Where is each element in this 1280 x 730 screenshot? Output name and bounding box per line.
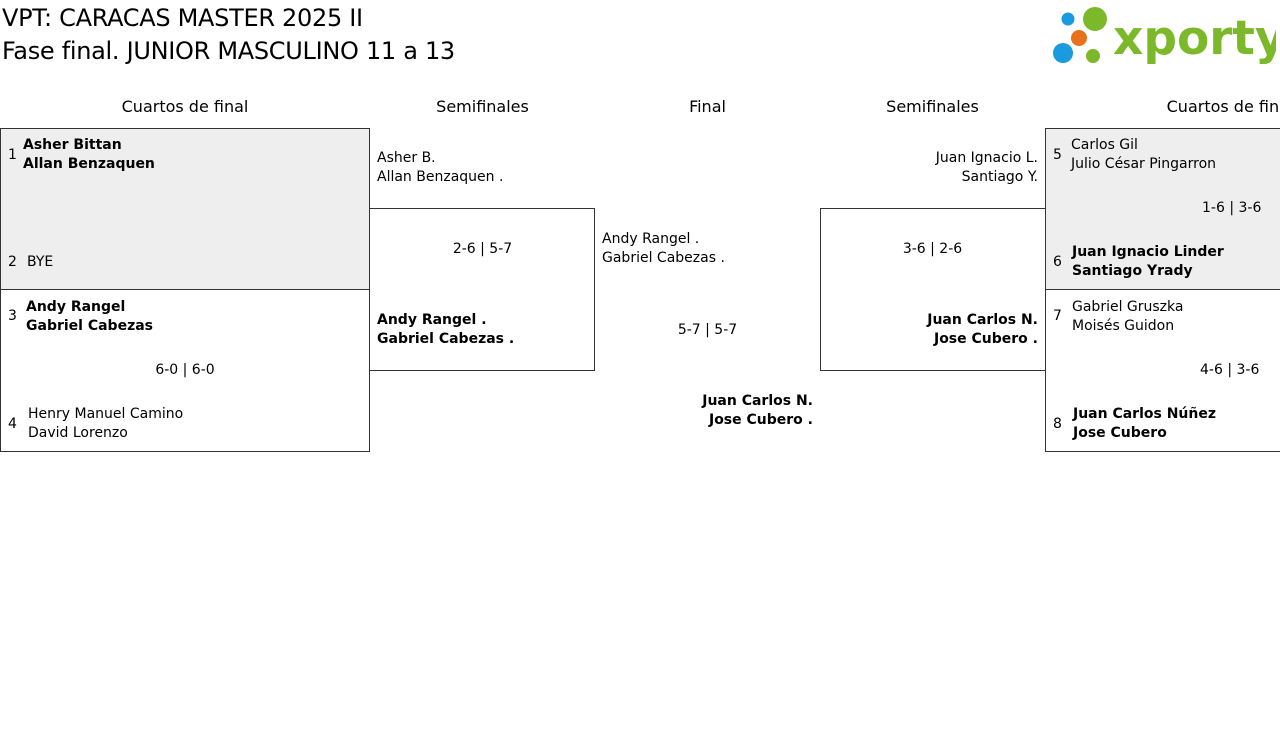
match-score: 3-6 | 2-6 [902,241,963,257]
left-semi-connector [369,208,595,371]
player-name: Juan Ignacio Linder Santiago Yrady [1072,243,1224,281]
player-name: Andy Rangel . [602,231,700,247]
tournament-title: VPT: CARACAS MASTER 2025 II [2,4,363,32]
left-quarter-match-1 [0,128,370,290]
match-score: 2-6 | 5-7 [452,241,513,257]
semi-player-bottom: Andy Rangel . Gabriel Cabezas . [377,311,514,349]
seed-number: 7 [1053,308,1062,324]
col-header-left-quarters: Cuartos de final [121,97,249,116]
right-quarter-match-1 [1045,128,1280,290]
player-name: Juan Carlos N. [927,312,1038,328]
seed-number: 6 [1053,254,1062,270]
final-winner: Juan Carlos N. Jose Cubero . [595,392,813,430]
player-name: Andy Rangel . [377,312,487,328]
logo-wordmark: xporty [1113,11,1276,66]
player-name: Gabriel Gruszka [1072,299,1184,315]
seed-number: 5 [1053,147,1062,163]
player-name: Asher Bittan [23,137,122,153]
player-name: Juan Carlos N. [702,393,813,409]
semi-player-bottom: Juan Carlos N. Jose Cubero . [820,311,1038,349]
player-name: Allan Benzaquen . [377,169,504,185]
player-name: Gabriel Cabezas . [377,331,515,347]
player-name: Juan Ignacio Linder [1072,244,1224,260]
player-name: Juan Ignacio L. [935,150,1038,166]
player-name: Julio César Pingarron [1071,156,1217,172]
seed-number: 8 [1053,416,1062,432]
player-name: Henry Manuel Camino [28,406,184,422]
player-name: Moisés Guidon [1072,318,1175,334]
bye-label: BYE [27,254,54,270]
player-name: Carlos Gil [1071,137,1138,153]
final-score: 5-7 | 5-7 [677,322,738,338]
match-score: 1-6 | 3-6 [1202,200,1262,216]
player-name: David Lorenzo [28,425,128,441]
bracket-subtitle: Fase final. JUNIOR MASCULINO 11 a 13 [2,37,455,65]
player-name: Jose Cubero . [708,412,813,428]
col-header-left-semis: Semifinales [436,97,529,116]
player-name: Gabriel Cabezas [26,318,153,334]
player-name: Andy Rangel [26,299,126,315]
seed-number: 1 [8,147,17,163]
player-name: Juan Carlos Núñez Jose Cubero [1073,405,1216,443]
seed-number: 2 [8,254,17,270]
player-name: Allan Benzaquen [23,156,155,172]
semi-player-top: Juan Ignacio L. Santiago Y. [820,149,1038,187]
final-player-top: Andy Rangel . Gabriel Cabezas . [602,230,725,268]
player-name: Juan Carlos Núñez [1073,406,1217,422]
match-score: 4-6 | 3-6 [1200,362,1260,378]
player-name: Jose Cubero . [933,331,1038,347]
player-name: Henry Manuel Camino David Lorenzo [28,405,183,443]
player-name: Asher Bittan Allan Benzaquen [23,136,155,174]
col-header-right-semis: Semifinales [886,97,979,116]
match-score: 6-0 | 6-0 [155,362,215,378]
player-name: Carlos Gil Julio César Pingarron [1071,136,1216,174]
player-name: Santiago Yrady [1072,263,1193,279]
semi-player-top: Asher B. Allan Benzaquen . [377,149,503,187]
xporty-logo-icon: xporty [1053,7,1280,66]
col-header-right-quarters: Cuartos de final [1166,97,1280,116]
player-name: Gabriel Cabezas . [602,250,725,266]
right-quarter-match-2 [1045,289,1280,452]
xporty-logo: xporty [1050,4,1280,68]
player-name: Asher B. [377,150,436,166]
player-name: Gabriel Gruszka Moisés Guidon [1072,298,1183,336]
seed-number: 3 [8,308,17,324]
player-name: Jose Cubero [1073,425,1167,441]
seed-number: 4 [8,416,17,432]
col-header-final: Final [689,97,726,116]
player-name: Santiago Y. [961,169,1038,185]
player-name: Andy Rangel Gabriel Cabezas [26,298,153,336]
